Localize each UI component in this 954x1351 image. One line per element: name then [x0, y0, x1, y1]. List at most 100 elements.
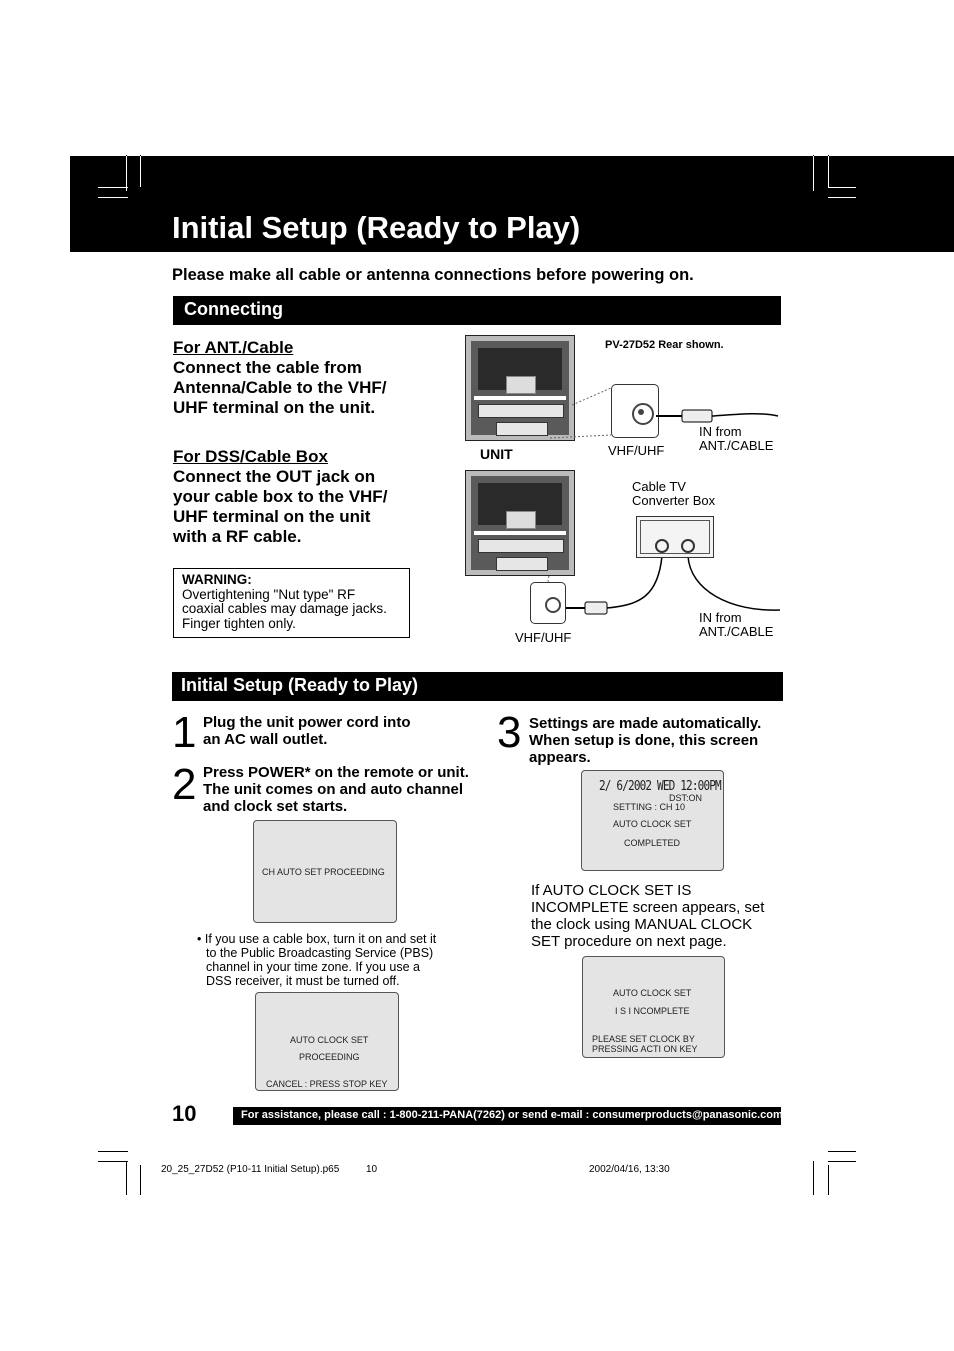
crop-mark — [813, 156, 814, 191]
crop-mark — [828, 156, 829, 187]
crop-mark — [828, 187, 856, 188]
screen-text: I S I NCOMPLETE — [615, 1006, 690, 1016]
converter-box — [636, 516, 714, 558]
text-line: and clock set starts. — [203, 798, 348, 815]
text-line: IN from — [699, 610, 742, 625]
screen-text: CANCEL : PRESS STOP KEY — [266, 1079, 388, 1089]
step3-text: Settings are made automatically. When se… — [529, 715, 761, 766]
ant-cable-heading: For ANT./Cable — [173, 338, 294, 357]
step2-text: Press POWER* on the remote or unit. The … — [203, 764, 469, 815]
crop-mark — [828, 1161, 856, 1162]
file-page: 10 — [366, 1164, 378, 1175]
converter-box-label: Cable TV Converter Box — [632, 480, 715, 508]
cable-box-note: • If you use a cable box, turn it on and… — [197, 932, 436, 988]
intro-text: Please make all cable or antenna connect… — [172, 266, 694, 284]
screen-text: PLEASE SET CLOCK BY — [592, 1034, 695, 1044]
connecting-heading: Connecting — [184, 299, 283, 319]
assistance-text: For assistance, please call : 1-800-211-… — [241, 1109, 783, 1121]
screen-text: AUTO CLOCK SET — [613, 819, 692, 829]
text-line: IN from — [699, 424, 742, 439]
text-line: SET procedure on next page. — [531, 933, 727, 950]
text-line: coaxial cables may damage jacks. — [182, 601, 387, 616]
warning-box: WARNING: Overtightening "Nut type" RF co… — [173, 568, 410, 638]
text-line: Press POWER* on the remote or unit. — [203, 764, 469, 781]
screen-text: AUTO CLOCK SET — [290, 1035, 369, 1045]
text-line: Cable TV — [632, 479, 686, 494]
text-line: Converter Box — [632, 493, 716, 508]
tv-screen-auto-clock-proceeding: AUTO CLOCK SET PROCEEDING CANCEL : PRESS… — [255, 992, 399, 1091]
tv-screen-auto-clock-incomplete: AUTO CLOCK SET I S I NCOMPLETE PLEASE SE… — [582, 956, 725, 1058]
text-line: your cable box to the VHF/ — [173, 487, 388, 506]
in-from-label: IN from ANT./CABLE — [699, 425, 773, 453]
crop-mark — [126, 1161, 127, 1195]
step-number: 1 — [172, 708, 197, 757]
screen-text: DST:ON — [669, 793, 703, 803]
text-line: Settings are made automatically. — [529, 715, 762, 732]
text-line: Finger tighten only. — [182, 615, 296, 631]
crop-mark — [828, 1151, 856, 1152]
file-name: 20_25_27D52 (P10-11 Initial Setup).p65 — [161, 1164, 340, 1175]
crop-mark — [126, 156, 127, 191]
text-line: If AUTO CLOCK SET IS — [531, 882, 692, 899]
screen-text: COMPLETED — [624, 838, 681, 848]
text-line: UHF terminal on the unit. — [173, 398, 376, 417]
text-line: Connect the cable from — [173, 358, 362, 377]
step1-text: Plug the unit power cord into an AC wall… — [203, 714, 411, 748]
text-line: ANT./CABLE — [699, 624, 774, 639]
text-line: to the Public Broadcasting Service (PBS) — [206, 946, 434, 960]
crop-mark — [98, 1161, 128, 1162]
step-number: 3 — [497, 708, 522, 757]
page-number: 10 — [172, 1101, 197, 1126]
connecting-heading-bar: Connecting — [173, 296, 781, 325]
tv-rear-illustration — [465, 335, 575, 441]
crop-mark — [140, 1165, 141, 1195]
text-line: appears. — [529, 749, 591, 766]
warning-title: WARNING: — [182, 572, 252, 587]
screen-text: AUTO CLOCK SET — [613, 988, 692, 998]
crop-mark — [98, 1151, 128, 1152]
page-title: Initial Setup (Ready to Play) — [172, 210, 581, 245]
tv-rear-illustration — [465, 470, 575, 576]
model-note: PV-27D52 Rear shown. — [605, 339, 724, 351]
ant-cable-instructions: For ANT./Cable Connect the cable from An… — [173, 338, 386, 418]
screen-date-time: 2/ 6/2002 WED 12:00PM — [599, 779, 722, 794]
crop-mark — [828, 1165, 829, 1195]
text-line: with a RF cable. — [173, 527, 302, 546]
crop-mark — [98, 187, 128, 188]
text-line: channel in your time zone. If you use a — [206, 960, 421, 974]
setup-heading: Initial Setup (Ready to Play) — [181, 675, 419, 695]
step-number: 2 — [172, 760, 197, 809]
screen-text: PRESSING ACTI ON KEY — [592, 1044, 698, 1054]
screen-text: CH AUTO SET PROCEEDING — [262, 867, 385, 877]
crop-mark — [98, 197, 128, 198]
text-line: Overtightening "Nut type" RF — [182, 586, 356, 602]
crop-mark — [813, 1161, 814, 1195]
text-line: When setup is done, this screen — [529, 732, 759, 749]
text-line: an AC wall outlet. — [203, 731, 328, 748]
dss-instructions: For DSS/Cable Box Connect the OUT jack o… — [173, 447, 387, 547]
text-line: Plug the unit power cord into — [203, 714, 411, 731]
text-line: DSS receiver, it must be turned off. — [206, 974, 400, 988]
incomplete-instructions: If AUTO CLOCK SET IS INCOMPLETE screen a… — [531, 882, 764, 950]
vhf-uhf-jack-plate — [611, 384, 659, 438]
text-line: the clock using MANUAL CLOCK — [531, 916, 753, 933]
screen-text: PROCEEDING — [299, 1052, 360, 1062]
tv-screen-ch-auto-set: CH AUTO SET PROCEEDING — [253, 820, 397, 923]
vhf-uhf-label: VHF/UHF — [515, 630, 572, 645]
text-line: ANT./CABLE — [699, 438, 774, 453]
setup-heading-bar: Initial Setup (Ready to Play) — [172, 672, 783, 701]
vhf-uhf-jack-plate — [530, 582, 566, 624]
timestamp: 2002/04/16, 13:30 — [589, 1164, 670, 1175]
text-line: Antenna/Cable to the VHF/ — [173, 378, 387, 397]
in-from-label: IN from ANT./CABLE — [699, 611, 773, 639]
dss-heading: For DSS/Cable Box — [173, 447, 328, 466]
vhf-uhf-label: VHF/UHF — [608, 443, 665, 458]
tv-screen-auto-clock-completed: 2/ 6/2002 WED 12:00PM DST:ON SETTING : C… — [581, 770, 724, 871]
unit-label: UNIT — [480, 446, 513, 462]
screen-text: SETTING : CH 10 — [613, 802, 686, 812]
title-band — [70, 156, 954, 252]
crop-mark — [140, 156, 141, 187]
assistance-bar: For assistance, please call : 1-800-211-… — [233, 1107, 783, 1125]
text-line: • If you use a cable box, turn it on and… — [197, 932, 437, 946]
